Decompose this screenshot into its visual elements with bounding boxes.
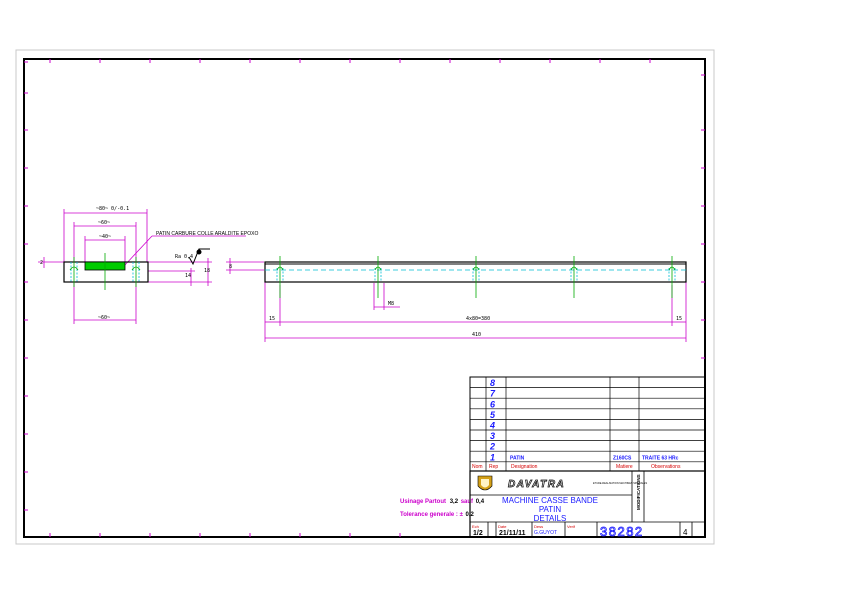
dim-hole: M8 <box>388 301 394 307</box>
row-number: 2 <box>489 442 495 452</box>
company-logo-icon <box>477 475 493 491</box>
dim-right-small-left: 8 <box>229 264 232 270</box>
usinage-sauf-value: 0,4 <box>476 499 485 505</box>
material-note: PATIN CARBURE COLLE ARALDITE EPOXO <box>156 231 258 237</box>
drawing-number-suffix: 4 <box>683 528 688 537</box>
modifications-label: MODIFICATIONS <box>636 474 641 510</box>
parts-table-row: 3 <box>470 431 705 441</box>
frame-ticks <box>24 59 705 537</box>
sheet-frame <box>23 58 706 538</box>
ech-value: 1/2 <box>473 530 483 537</box>
verif-label: Verif <box>567 524 576 529</box>
parts-table-row: 2 <box>470 442 705 452</box>
tolerance-notes: Usinage Partout 3,2 sauf 0,4 Tolerance g… <box>400 499 485 518</box>
header-rep: Rep <box>489 464 498 470</box>
dim-right-small: 18 <box>204 268 210 274</box>
parts-table-row: 7 <box>470 389 705 399</box>
bolt-hole <box>472 256 480 298</box>
header-designation: Designation <box>511 464 538 470</box>
ech-label: Ech <box>472 524 479 529</box>
parts-table-row: 8 <box>470 378 705 388</box>
title-line-1: MACHINE CASSE BANDE <box>502 496 598 505</box>
dim-overall: ~80~ 0/-0.1 <box>96 206 129 212</box>
dim-right-mid: 14 <box>185 273 191 279</box>
parts-table-row: 6 <box>470 399 705 409</box>
header-matiere: Matiere <box>616 464 633 470</box>
header-nom: Nom <box>472 464 483 470</box>
dim-bottom: ~60~ <box>98 315 110 321</box>
row-designation: PATIN <box>510 455 525 461</box>
dim-end: 15 <box>676 316 682 322</box>
bolt-hole <box>276 256 284 298</box>
roughness-symbol <box>188 248 210 266</box>
usinage-value: 3,2 <box>450 499 459 505</box>
sheet-outer-border <box>15 49 715 545</box>
header-observations: Observations <box>651 464 681 470</box>
company-subtitle: ETUDE-REALISATION MACHINES SPECIALES <box>593 482 647 485</box>
dim-pitch: 4x80=380 <box>466 316 490 322</box>
parts-table-row: 1 PATIN Z160CS TRAITE 63 HRc <box>470 452 705 462</box>
row-observations: TRAITE 63 HRc <box>642 455 679 461</box>
row-number: 4 <box>489 421 495 431</box>
title-line-3: DETAILS <box>534 514 567 523</box>
dess-value: G.GUYOT <box>534 530 557 536</box>
dim-inner: ~60~ <box>98 220 110 226</box>
svg-text:Usinage Partout 3,2: Usinage Partout 3,2 sauf 0,4 <box>400 499 485 505</box>
drawing-number: 38282 <box>600 524 644 539</box>
dim-left-small: 2 <box>40 260 43 266</box>
tolerance-label: Tolerance generale : ± <box>400 512 464 518</box>
company-name: DAVATRA <box>508 479 565 490</box>
bolt-holes <box>276 256 676 298</box>
date-value: 21/11/11 <box>499 530 526 537</box>
row-number: 8 <box>490 378 495 388</box>
date-label: Date <box>498 524 507 529</box>
dim-total: 410 <box>472 332 481 338</box>
row-number: 1 <box>490 452 495 462</box>
row-number: 5 <box>490 410 496 420</box>
title-block: DAVATRA ETUDE-REALISATION MACHINES SPECI… <box>469 470 706 539</box>
parts-table-row: 4 <box>470 421 705 431</box>
left-section-view: ~80~ 0/-0.1 ~60~ ~40~ ~60~ 2 18 14 Ra 0,… <box>38 206 258 324</box>
dess-label: Dess <box>534 524 543 529</box>
patin-bar-body <box>264 261 687 283</box>
bolt-hole <box>570 256 578 298</box>
svg-text:Tolerance generale : ± 0: Tolerance generale : ± 0,2 <box>400 512 475 518</box>
dim-slot: ~40~ <box>99 234 111 240</box>
usinage-label: Usinage Partout <box>400 499 446 505</box>
row-number: 7 <box>490 389 496 399</box>
parts-table-row: 5 <box>470 410 705 420</box>
roughness-label: Ra 0,4 <box>175 254 193 260</box>
bolt-hole <box>374 256 382 298</box>
right-front-view: 8 M8 15 4x80=380 15 410 <box>226 256 687 342</box>
row-number: 6 <box>490 399 496 409</box>
bolt-hole <box>668 256 676 298</box>
row-number: 3 <box>490 431 495 441</box>
title-line-2: PATIN <box>539 505 562 514</box>
row-matiere: Z160CS <box>613 455 632 461</box>
usinage-sauf: sauf <box>461 499 474 505</box>
dim-start: 15 <box>269 316 275 322</box>
